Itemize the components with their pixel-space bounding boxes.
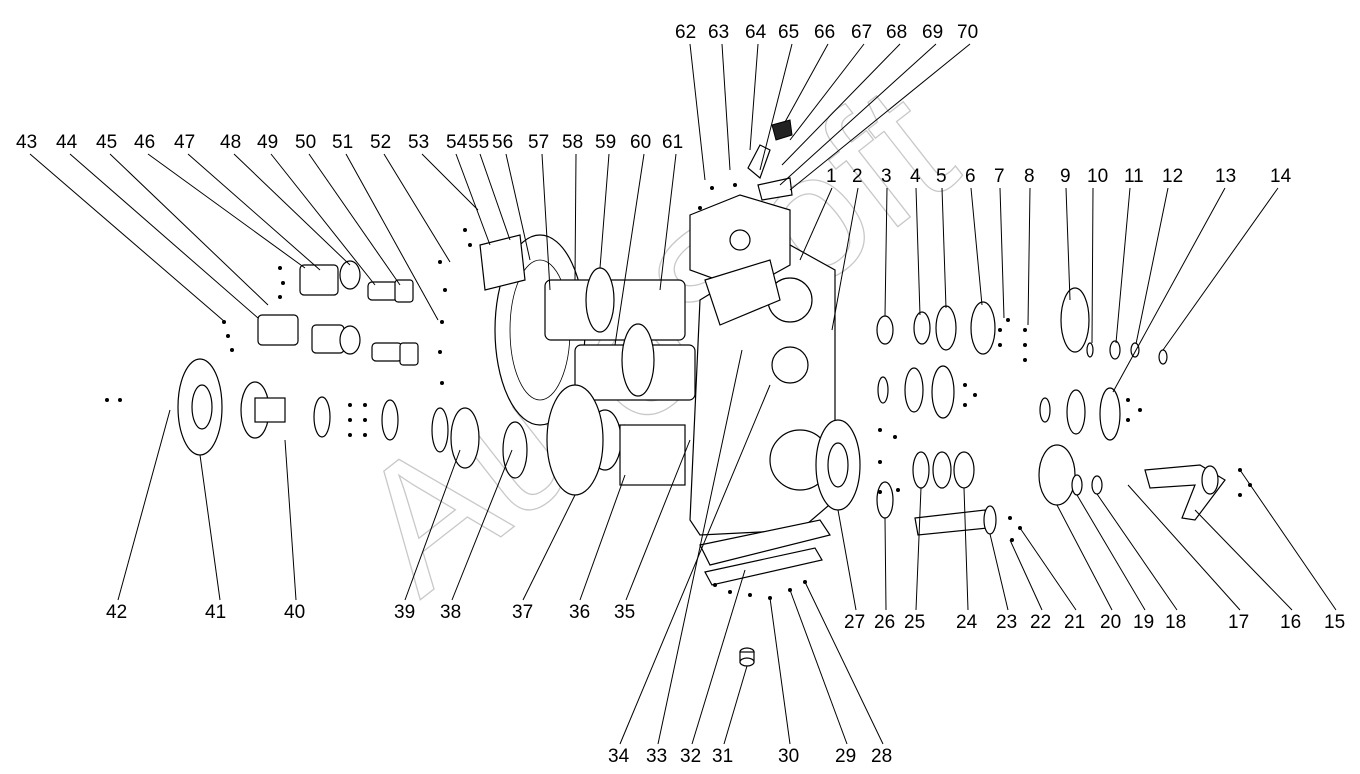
callout-66: 66 <box>814 22 835 43</box>
callout-38: 38 <box>440 602 461 623</box>
callout-27: 27 <box>844 612 865 633</box>
callout-62: 62 <box>675 22 696 43</box>
callout-42: 42 <box>106 602 127 623</box>
large-gear-37 <box>546 384 604 496</box>
callout-56: 56 <box>492 132 513 153</box>
callout-25: 25 <box>904 612 925 633</box>
parts-artwork <box>105 119 1252 667</box>
flange-9 <box>1060 287 1090 353</box>
callout-4: 4 <box>910 166 921 187</box>
callout-28: 28 <box>871 746 892 767</box>
callout-59: 59 <box>595 132 616 153</box>
callout-14: 14 <box>1270 166 1292 187</box>
callout-37: 37 <box>512 602 533 623</box>
callout-58: 58 <box>562 132 583 153</box>
callout-2: 2 <box>852 166 863 187</box>
callout-20: 20 <box>1100 612 1121 633</box>
callout-9: 9 <box>1060 166 1071 187</box>
callout-50: 50 <box>295 132 316 153</box>
callout-45: 45 <box>96 132 117 153</box>
callout-7: 7 <box>994 166 1005 187</box>
callout-67: 67 <box>851 22 872 43</box>
callout-31: 31 <box>712 746 733 767</box>
callout-68: 68 <box>886 22 907 43</box>
callout-5: 5 <box>936 166 947 187</box>
callout-34: 34 <box>608 746 630 767</box>
callout-70: 70 <box>957 22 978 43</box>
callout-53: 53 <box>408 132 429 153</box>
callout-8: 8 <box>1024 166 1035 187</box>
callout-69: 69 <box>922 22 943 43</box>
callout-35: 35 <box>614 602 635 623</box>
callout-48: 48 <box>220 132 241 153</box>
callout-labels-lower-right: 27 26 25 24 23 22 21 20 19 18 17 16 15 <box>844 612 1345 633</box>
callout-39: 39 <box>394 602 415 623</box>
callout-64: 64 <box>745 22 767 43</box>
shaft-23 <box>914 509 989 536</box>
pump-module <box>619 424 686 486</box>
callout-26: 26 <box>874 612 895 633</box>
callout-21: 21 <box>1064 612 1085 633</box>
callout-29: 29 <box>835 746 856 767</box>
callout-60: 60 <box>630 132 651 153</box>
callout-47: 47 <box>174 132 195 153</box>
callout-19: 19 <box>1133 612 1154 633</box>
callout-15: 15 <box>1324 612 1345 633</box>
callout-10: 10 <box>1087 166 1108 187</box>
callout-52: 52 <box>370 132 391 153</box>
callout-51: 51 <box>332 132 353 153</box>
callout-49: 49 <box>257 132 278 153</box>
bottom-plate <box>699 519 831 566</box>
callout-6: 6 <box>965 166 976 187</box>
callout-labels-bottom: 34 33 32 31 30 29 28 <box>608 746 892 767</box>
callout-44: 44 <box>56 132 78 153</box>
callout-24: 24 <box>956 612 978 633</box>
gear-shaft-upper <box>544 279 686 341</box>
callout-1: 1 <box>826 166 837 187</box>
callout-labels-upper-left: 43 44 45 46 47 48 49 50 51 52 53 54 55 5… <box>16 132 683 153</box>
callout-55: 55 <box>468 132 489 153</box>
callout-61: 61 <box>662 132 683 153</box>
callout-33: 33 <box>646 746 667 767</box>
bolt-markers <box>105 183 1252 600</box>
callout-12: 12 <box>1162 166 1183 187</box>
callout-63: 63 <box>708 22 729 43</box>
callout-36: 36 <box>569 602 590 623</box>
callout-13: 13 <box>1215 166 1236 187</box>
callout-57: 57 <box>528 132 549 153</box>
callout-46: 46 <box>134 132 155 153</box>
leader-lines <box>29 43 1337 745</box>
callout-32: 32 <box>680 746 701 767</box>
callout-11: 11 <box>1124 166 1144 187</box>
callout-65: 65 <box>778 22 799 43</box>
flange-20 <box>1038 444 1076 506</box>
callout-41: 41 <box>205 602 226 623</box>
callout-30: 30 <box>778 746 799 767</box>
callout-23: 23 <box>996 612 1017 633</box>
callout-labels-lower-left: 42 41 40 39 38 37 36 35 <box>106 602 635 623</box>
callout-3: 3 <box>881 166 892 187</box>
callout-43: 43 <box>16 132 37 153</box>
callout-16: 16 <box>1280 612 1301 633</box>
callout-22: 22 <box>1030 612 1051 633</box>
callout-labels-upper-right: 1 2 3 4 5 6 7 8 9 10 11 12 13 14 <box>826 166 1292 187</box>
callout-17: 17 <box>1228 612 1249 633</box>
callout-18: 18 <box>1165 612 1186 633</box>
callout-labels-top: 62 63 64 65 66 67 68 69 70 <box>675 22 978 43</box>
callout-40: 40 <box>284 602 305 623</box>
callout-54: 54 <box>446 132 468 153</box>
